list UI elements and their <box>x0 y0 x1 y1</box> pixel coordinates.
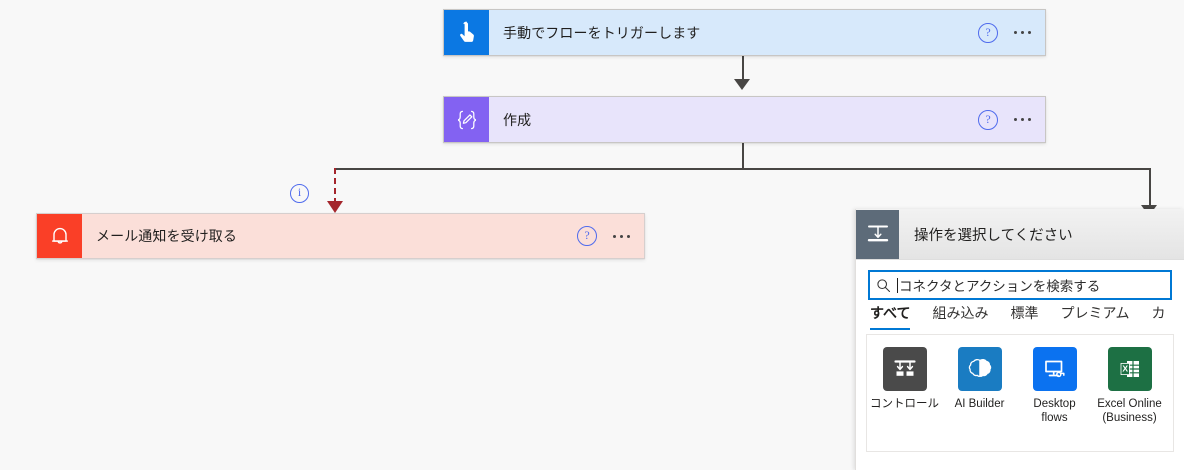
connector-desktop-flows[interactable]: Desktop flows <box>1017 347 1092 425</box>
connector-label: AI Builder <box>954 398 1005 410</box>
search-placeholder: コネクタとアクションを検索する <box>899 279 1101 294</box>
tab-premium[interactable]: プレミアム <box>1060 305 1130 321</box>
excel-online-icon: X <box>1107 347 1152 391</box>
tab-custom[interactable]: カ <box>1151 305 1166 321</box>
svg-text:X: X <box>1122 364 1128 374</box>
control-icon <box>882 347 927 391</box>
connector-label: Excel Online (Business) <box>1097 398 1162 424</box>
connector-ai-builder[interactable]: AI Builder <box>942 347 1017 425</box>
connector-category-tabs: すべて 組み込み 標準 プレミアム カ <box>856 300 1184 330</box>
panel-title: 操作を選択してください <box>914 227 1073 244</box>
connector-error-dashed <box>334 168 336 204</box>
info-icon[interactable]: i <box>290 184 309 203</box>
node-menu-button[interactable] <box>613 234 630 238</box>
help-icon[interactable]: ? <box>577 226 597 246</box>
connector-grid: コントロール AI Builder <box>866 334 1174 452</box>
help-icon[interactable]: ? <box>978 22 998 43</box>
text-caret <box>897 277 898 293</box>
connector-branch-right <box>1149 168 1151 209</box>
search-icon <box>877 278 891 292</box>
tab-builtin[interactable]: 組み込み <box>932 305 989 321</box>
node-menu-button[interactable] <box>1014 31 1031 34</box>
node-menu-button[interactable] <box>1014 118 1031 121</box>
search-input[interactable]: コネクタとアクションを検索する <box>868 270 1172 300</box>
flow-node-mail-notification[interactable]: メール通知を受け取る ? <box>36 213 645 259</box>
compose-braces-pencil-icon <box>444 97 489 142</box>
search-area: コネクタとアクションを検索する <box>856 260 1184 300</box>
ai-builder-brain-icon <box>957 347 1002 391</box>
manual-trigger-hand-icon <box>444 10 489 55</box>
flow-node-title: メール通知を受け取る <box>96 228 237 244</box>
flow-node-trigger[interactable]: 手動でフローをトリガーします ? <box>443 9 1046 56</box>
connector-arrow-error <box>327 201 343 213</box>
connector-trigger-to-compose <box>742 56 744 81</box>
connector-label: コントロール <box>870 398 939 410</box>
select-operation-panel: 操作を選択してください コネクタとアクションを検索する すべて 組み込み 標準 … <box>855 209 1184 470</box>
help-icon[interactable]: ? <box>978 109 998 130</box>
connector-branch-horizontal <box>335 168 1151 170</box>
connector-arrow-down <box>734 79 750 90</box>
tab-all[interactable]: すべて <box>870 303 911 330</box>
tab-standard[interactable]: 標準 <box>1010 305 1039 321</box>
connector-control[interactable]: コントロール <box>867 347 942 425</box>
bell-notification-icon <box>37 214 82 258</box>
connector-compose-stem <box>742 143 744 169</box>
control-icon <box>856 209 899 259</box>
connector-excel-online[interactable]: X Excel Online (Business) <box>1092 347 1167 425</box>
connector-label: Desktop flows <box>1033 398 1076 424</box>
panel-header: 操作を選択してください <box>856 209 1184 260</box>
flow-node-compose[interactable]: 作成 ? <box>443 96 1046 143</box>
desktop-flows-monitor-icon <box>1032 347 1077 391</box>
flow-node-title: 作成 <box>503 111 532 128</box>
flow-node-title: 手動でフローをトリガーします <box>503 24 701 41</box>
